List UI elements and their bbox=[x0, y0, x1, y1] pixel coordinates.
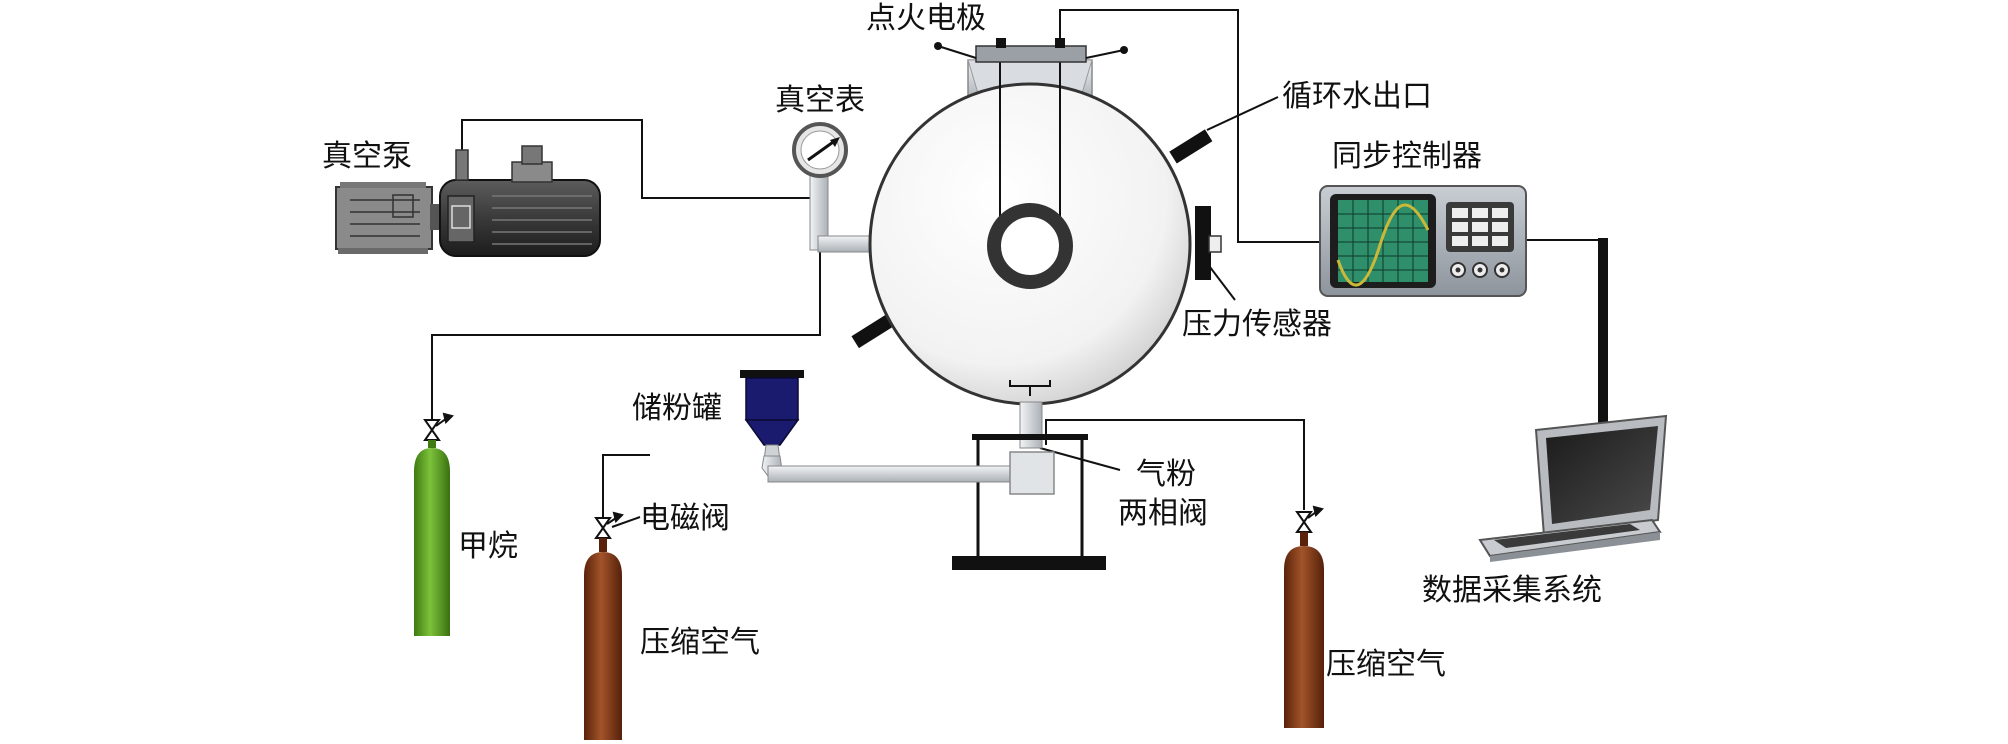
air-cylinder-left bbox=[584, 538, 622, 740]
explosion-vessel bbox=[851, 38, 1222, 449]
air-cylinder-right bbox=[1284, 532, 1324, 728]
methane-cylinder bbox=[414, 440, 450, 636]
data-cable bbox=[1598, 238, 1608, 426]
methane-label: 甲烷 bbox=[458, 529, 518, 564]
sync-controller-label: 同步控制器 bbox=[1332, 139, 1482, 174]
gas-powder-valve-label-line1: 气粉 bbox=[1136, 457, 1196, 492]
compressed-air-right-label: 压缩空气 bbox=[1326, 647, 1446, 682]
data-acquisition-label: 数据采集系统 bbox=[1422, 573, 1602, 608]
vacuum-pump-label: 真空泵 bbox=[322, 139, 412, 174]
vacuum-gauge bbox=[792, 122, 897, 253]
laptop-computer bbox=[1478, 414, 1668, 562]
air-valve-right bbox=[1295, 505, 1324, 533]
sync-controller bbox=[1319, 185, 1527, 297]
compressed-air-left-label: 压缩空气 bbox=[640, 625, 760, 660]
cooling-water-outlet-label: 循环水出口 bbox=[1282, 79, 1432, 114]
pressure-sensor-label: 压力传感器 bbox=[1182, 307, 1332, 342]
vacuum-pump bbox=[335, 145, 601, 257]
gas-powder-valve-label-line2: 两相阀 bbox=[1118, 496, 1208, 531]
powder-tank bbox=[740, 370, 1055, 495]
vessel-stand bbox=[952, 434, 1106, 570]
powder-tank-label: 储粉罐 bbox=[632, 391, 722, 426]
methane-valve bbox=[423, 412, 454, 441]
solenoid-valve bbox=[594, 511, 624, 539]
vacuum-gauge-label: 真空表 bbox=[775, 83, 865, 118]
ignition-electrode-label: 点火电极 bbox=[866, 1, 986, 36]
solenoid-valve-label: 电磁阀 bbox=[640, 501, 730, 536]
